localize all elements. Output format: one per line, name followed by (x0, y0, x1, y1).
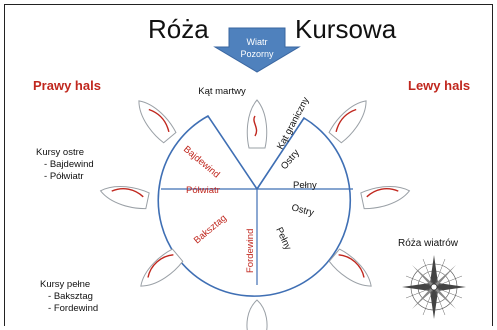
note-sharp-item: Bajdewind (44, 159, 94, 171)
arrow-text-1: Wiatr (247, 37, 268, 47)
boat-icon-bottom (246, 299, 268, 330)
label-fordewind: Fordewind (245, 229, 256, 273)
label-ostry-mid: Ostry (290, 202, 315, 219)
boat-icon-mid-left (99, 185, 150, 210)
note-kursy-ostre: Kursy ostre Bajdewind Półwiatr (36, 147, 94, 183)
label-kat-martwy: Kąt martwy (198, 86, 246, 97)
wind-arrow: Wiatr Pozorny (213, 27, 301, 73)
compass-label: Róża wiatrów (398, 238, 459, 249)
course-lines (161, 117, 353, 285)
label-prawy-hals: Prawy hals (33, 78, 101, 93)
note-full-title: Kursy pełne (40, 279, 91, 290)
note-sharp-item: Półwiatr (44, 171, 94, 183)
boat-icon-upper-left (138, 100, 177, 144)
note-kursy-pelne: Kursy pełne Baksztag Fordewind (40, 279, 98, 315)
boat-icon-upper-right (328, 100, 367, 144)
boat-icon-lower-left (140, 248, 184, 287)
boat-icon-top (246, 99, 268, 149)
note-sharp-title: Kursy ostre (36, 147, 85, 158)
label-bajdewind: Bajdewind (181, 144, 222, 181)
label-kat-graniczny: Kąt graniczny (275, 95, 312, 151)
boat-icon-mid-right (360, 185, 411, 210)
boat-icons (99, 99, 411, 330)
note-full-item: Fordewind (48, 303, 98, 315)
title-right: Kursowa (295, 14, 397, 44)
compass-rose-icon (402, 255, 466, 319)
label-lewy-hals: Lewy hals (408, 78, 471, 93)
note-full-item: Baksztag (48, 291, 98, 303)
label-pelny-bottom: Pełny (273, 226, 293, 252)
label-pelny-mid: Pełny (293, 180, 317, 191)
course-circle (157, 114, 352, 297)
boat-icon-lower-right (328, 248, 372, 287)
slide-frame (4, 4, 493, 326)
label-polwiatr: Półwiatr (186, 185, 220, 196)
title-left: Róża (148, 14, 209, 44)
arrow-text-2: Pozorny (240, 49, 274, 59)
label-baksztag: Baksztag (192, 213, 229, 247)
